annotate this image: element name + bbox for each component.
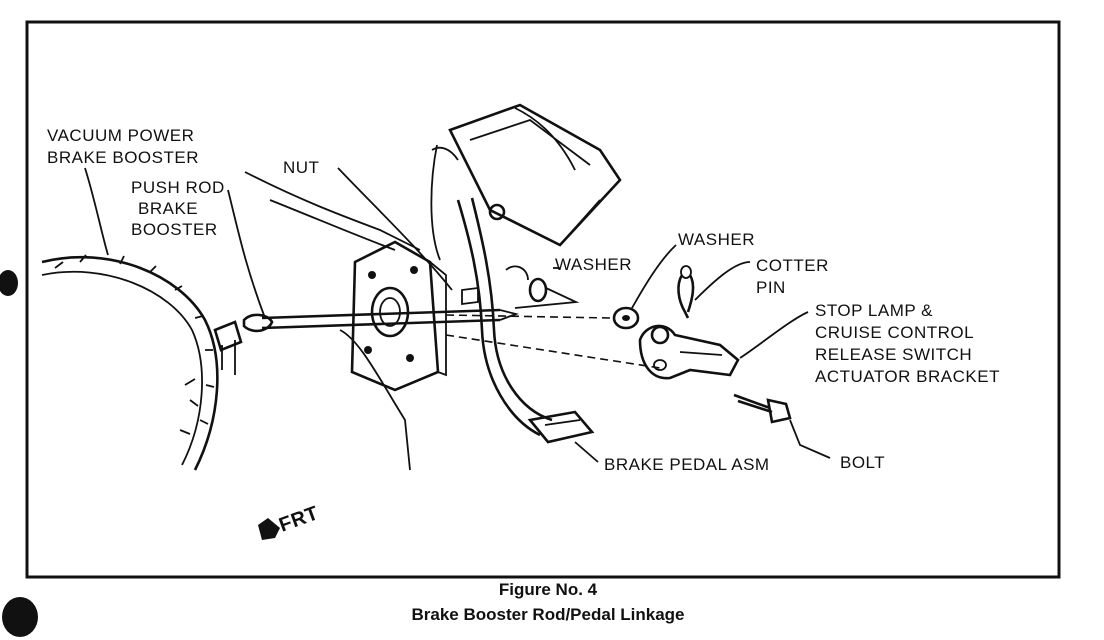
label-stop-lamp: STOP LAMP & [815,301,933,320]
label-brake-pedal-asm: BRAKE PEDAL ASM [604,455,770,474]
mounting-plate [350,240,447,392]
label-nut: NUT [283,158,319,177]
frt-label: FRT [276,502,321,536]
brake-pedal-assembly [448,103,622,444]
diagram-frame [25,20,1061,579]
washer [612,306,640,330]
label-vacuum-power: VACUUM POWER [47,126,194,145]
label-release-switch: RELEASE SWITCH [815,345,972,364]
front-direction-marker: FRT [258,502,322,540]
label-washer-left: WASHER [555,255,632,274]
cotter-pin [677,265,695,319]
leader-lines [84,167,831,463]
bolt [733,393,792,424]
firewall-panel [244,144,459,471]
binder-hole-mark [0,270,18,296]
label-push-rod-booster: BOOSTER [131,220,218,239]
label-cotter: COTTER [756,256,829,275]
label-washer-right: WASHER [678,230,755,249]
figure-title: Brake Booster Rod/Pedal Linkage [411,605,684,624]
label-push-rod-brake: BRAKE [138,199,198,218]
label-bolt: BOLT [840,453,885,472]
label-actuator-bracket: ACTUATOR BRACKET [815,367,1000,386]
front-arrow-icon [258,518,280,540]
actuator-bracket [638,324,740,380]
label-cruise-control: CRUISE CONTROL [815,323,974,342]
brake-booster-drum [41,254,243,471]
label-push-rod: PUSH ROD [131,178,225,197]
push-rod [242,308,520,333]
figure-number: Figure No. 4 [499,580,598,599]
label-brake-booster: BRAKE BOOSTER [47,148,199,167]
pedal-pin-hardware [445,265,661,369]
binder-hole-mark [2,597,38,637]
label-pin: PIN [756,278,786,297]
